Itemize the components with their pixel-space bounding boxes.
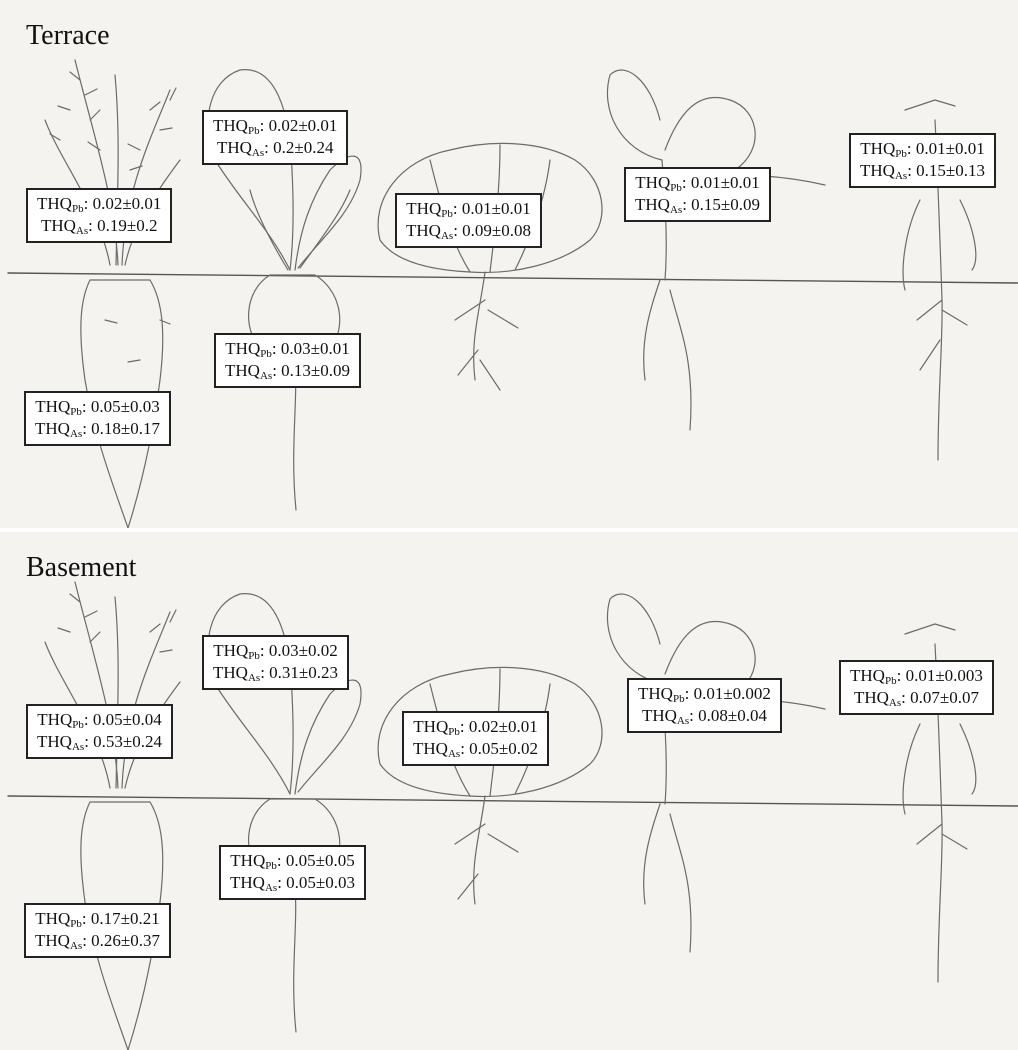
cabbage-drawing: [378, 667, 602, 904]
thq-as-line: THQAs: 0.15±0.09: [635, 194, 760, 216]
thq-label-carrot-leaf: THQPb: 0.02±0.01 THQAs: 0.19±0.2: [26, 188, 172, 243]
thq-as-line: THQAs: 0.05±0.03: [230, 872, 355, 894]
thq-label-leafy-green: THQPb: 0.01±0.002 THQAs: 0.08±0.04: [627, 678, 782, 733]
thq-pb-line: THQPb: 0.01±0.002: [638, 683, 771, 705]
thq-as-line: THQAs: 0.31±0.23: [213, 662, 338, 684]
soil-line: [8, 273, 1018, 283]
thq-as-line: THQAs: 0.53±0.24: [37, 731, 162, 753]
leafy-green-drawing: [607, 70, 825, 430]
thq-pb-value: 0.01±0.01: [691, 173, 760, 192]
radish-root-drawing: [249, 799, 340, 1032]
thq-pb-line: THQPb: 0.17±0.21: [35, 908, 160, 930]
panel-title: Basement: [26, 552, 136, 584]
thq-as-value: 0.2±0.24: [273, 138, 333, 157]
thq-as-value: 0.08±0.04: [698, 706, 767, 725]
thq-as-line: THQAs: 0.09±0.08: [406, 220, 531, 242]
thq-as-line: THQAs: 0.15±0.13: [860, 160, 985, 182]
thq-pb-line: THQPb: 0.05±0.05: [230, 850, 355, 872]
thq-as-value: 0.07±0.07: [910, 688, 979, 707]
thq-as-value: 0.53±0.24: [93, 732, 162, 751]
thq-label-bean: THQPb: 0.01±0.01 THQAs: 0.15±0.13: [849, 133, 996, 188]
thq-pb-value: 0.01±0.01: [462, 199, 531, 218]
thq-label-radish-root: THQPb: 0.03±0.01 THQAs: 0.13±0.09: [214, 333, 361, 388]
thq-as-value: 0.13±0.09: [281, 361, 350, 380]
thq-as-line: THQAs: 0.07±0.07: [850, 687, 983, 709]
thq-pb-line: THQPb: 0.03±0.02: [213, 640, 338, 662]
thq-label-carrot-leaf: THQPb: 0.05±0.04 THQAs: 0.53±0.24: [26, 704, 173, 759]
thq-as-line: THQAs: 0.26±0.37: [35, 930, 160, 952]
thq-label-leafy-green: THQPb: 0.01±0.01 THQAs: 0.15±0.09: [624, 167, 771, 222]
basement-panel: Basement THQPb: 0.05±0.04 THQAs: 0.53±0.…: [0, 532, 1018, 1050]
thq-as-line: THQAs: 0.05±0.02: [413, 738, 538, 760]
thq-pb-line: THQPb: 0.03±0.01: [225, 338, 350, 360]
terrace-plant-drawing: [0, 0, 1018, 528]
thq-label-radish-leaf: THQPb: 0.02±0.01 THQAs: 0.2±0.24: [202, 110, 348, 165]
thq-pb-line: THQPb: 0.01±0.01: [635, 172, 760, 194]
thq-label-radish-leaf: THQPb: 0.03±0.02 THQAs: 0.31±0.23: [202, 635, 349, 690]
thq-pb-value: 0.02±0.01: [469, 717, 538, 736]
thq-as-value: 0.05±0.03: [286, 873, 355, 892]
thq-as-line: THQAs: 0.19±0.2: [37, 215, 161, 237]
thq-label-carrot-root: THQPb: 0.17±0.21 THQAs: 0.26±0.37: [24, 903, 171, 958]
thq-as-value: 0.15±0.09: [691, 195, 760, 214]
thq-pb-line: THQPb: 0.02±0.01: [37, 193, 161, 215]
cabbage-drawing: [378, 143, 602, 390]
thq-pb-value: 0.02±0.01: [269, 116, 338, 135]
thq-pb-line: THQPb: 0.05±0.04: [37, 709, 162, 731]
thq-label-cabbage: THQPb: 0.02±0.01 THQAs: 0.05±0.02: [402, 711, 549, 766]
thq-label-carrot-root: THQPb: 0.05±0.03 THQAs: 0.18±0.17: [24, 391, 171, 446]
thq-pb-value: 0.01±0.01: [916, 139, 985, 158]
thq-as-value: 0.09±0.08: [462, 221, 531, 240]
thq-pb-line: THQPb: 0.02±0.01: [213, 115, 337, 137]
thq-pb-value: 0.01±0.003: [906, 666, 983, 685]
radish-leaves-drawing: [208, 70, 361, 270]
radish-leaves-drawing: [208, 594, 361, 794]
thq-pb-line: THQPb: 0.05±0.03: [35, 396, 160, 418]
thq-as-value: 0.26±0.37: [91, 931, 160, 950]
thq-pb-value: 0.03±0.02: [269, 641, 338, 660]
thq-label-radish-root: THQPb: 0.05±0.05 THQAs: 0.05±0.03: [219, 845, 366, 900]
thq-label-bean: THQPb: 0.01±0.003 THQAs: 0.07±0.07: [839, 660, 994, 715]
thq-pb-line: THQPb: 0.01±0.01: [860, 138, 985, 160]
terrace-panel: Terrace THQPb: 0.02±0.01 THQAs: 0.19±0.2…: [0, 0, 1018, 528]
thq-as-value: 0.05±0.02: [469, 739, 538, 758]
thq-pb-value: 0.05±0.04: [93, 710, 162, 729]
panel-title: Terrace: [26, 20, 110, 52]
thq-as-value: 0.19±0.2: [97, 216, 157, 235]
thq-pb-value: 0.02±0.01: [93, 194, 162, 213]
thq-as-line: THQAs: 0.18±0.17: [35, 418, 160, 440]
thq-as-line: THQAs: 0.08±0.04: [638, 705, 771, 727]
thq-pb-line: THQPb: 0.02±0.01: [413, 716, 538, 738]
thq-pb-line: THQPb: 0.01±0.003: [850, 665, 983, 687]
leafy-green-drawing: [607, 594, 825, 952]
thq-as-value: 0.31±0.23: [269, 663, 338, 682]
soil-line: [8, 796, 1018, 806]
thq-pb-value: 0.01±0.002: [694, 684, 771, 703]
thq-pb-value: 0.17±0.21: [91, 909, 160, 928]
thq-as-value: 0.18±0.17: [91, 419, 160, 438]
thq-as-line: THQAs: 0.2±0.24: [213, 137, 337, 159]
thq-label-cabbage: THQPb: 0.01±0.01 THQAs: 0.09±0.08: [395, 193, 542, 248]
thq-pb-line: THQPb: 0.01±0.01: [406, 198, 531, 220]
thq-pb-value: 0.03±0.01: [281, 339, 350, 358]
thq-as-line: THQAs: 0.13±0.09: [225, 360, 350, 382]
thq-pb-value: 0.05±0.05: [286, 851, 355, 870]
basement-plant-drawing: [0, 532, 1018, 1050]
thq-as-value: 0.15±0.13: [916, 161, 985, 180]
thq-pb-value: 0.05±0.03: [91, 397, 160, 416]
radish-root-drawing: [249, 275, 340, 510]
